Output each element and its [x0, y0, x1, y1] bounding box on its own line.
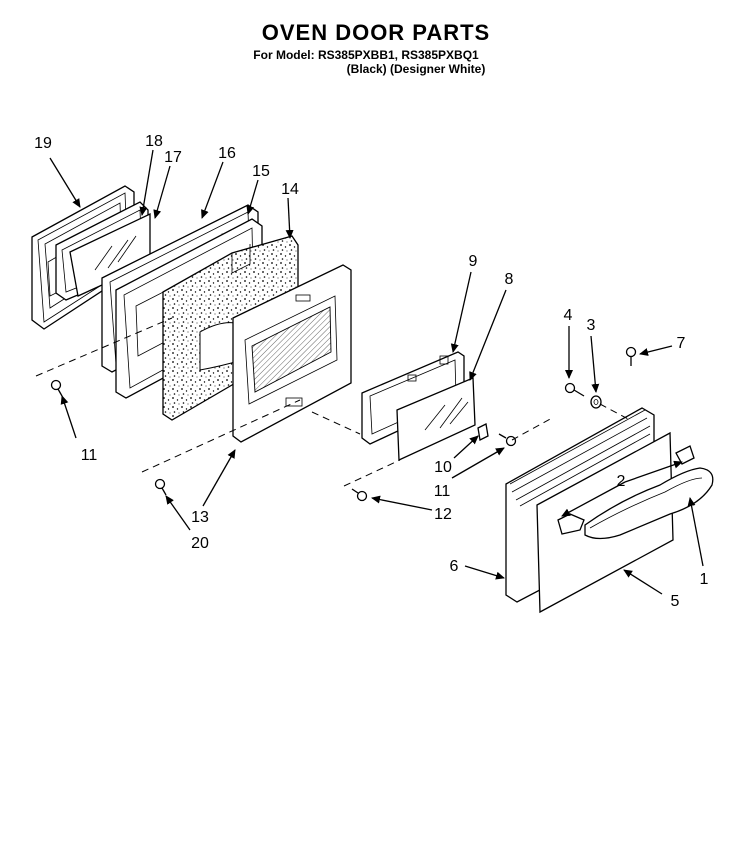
- callout-7: 7: [677, 335, 686, 352]
- part-11-screw-upper: [50, 379, 63, 397]
- callout-17: 17: [164, 149, 182, 166]
- callout-11-lower: 11: [434, 483, 451, 500]
- part-2-handle-endcap: [557, 445, 695, 535]
- callout-4: 4: [564, 307, 573, 324]
- callout-2: 2: [617, 473, 626, 490]
- assembly-lines: [35, 317, 631, 487]
- callout-12: 12: [434, 506, 452, 523]
- callout-11-upper: 11: [81, 447, 98, 464]
- callout-16: 16: [218, 145, 236, 162]
- model-colors: (Black) (Designer White): [346, 62, 486, 76]
- part-20-screw: [154, 478, 167, 496]
- part-8-door-glass: [396, 377, 476, 461]
- part-12-screw: [351, 488, 368, 502]
- callout-20: 20: [191, 535, 209, 552]
- callout-15: 15: [252, 163, 270, 180]
- callout-13: 13: [191, 509, 209, 526]
- callout-1: 1: [700, 571, 709, 588]
- callout-9: 9: [469, 253, 478, 270]
- leader-arrows: [49, 149, 704, 595]
- part-10-glass-clip: [477, 423, 489, 441]
- model-numbers: For Model: RS385PXBB1, RS385PXBQ1: [253, 48, 479, 62]
- callout-5: 5: [671, 593, 680, 610]
- part-1-door-handle: [584, 467, 714, 540]
- part-4-screw: [564, 382, 585, 397]
- part-7-screw: [625, 346, 637, 366]
- part-13-inner-panel: [232, 264, 352, 443]
- part-3-washer: [590, 395, 602, 409]
- callout-10: 10: [434, 459, 452, 476]
- callout-19: 19: [34, 135, 52, 152]
- callout-3: 3: [587, 317, 596, 334]
- callout-14: 14: [281, 181, 299, 198]
- callout-6: 6: [450, 558, 459, 575]
- page-title: OVEN DOOR PARTS: [261, 20, 491, 45]
- callout-18: 18: [145, 133, 163, 150]
- callout-8: 8: [505, 271, 514, 288]
- callout-numbers: 19 18 17 16 15 14 9 8 4 3 7 11 10 11 12 …: [34, 133, 708, 610]
